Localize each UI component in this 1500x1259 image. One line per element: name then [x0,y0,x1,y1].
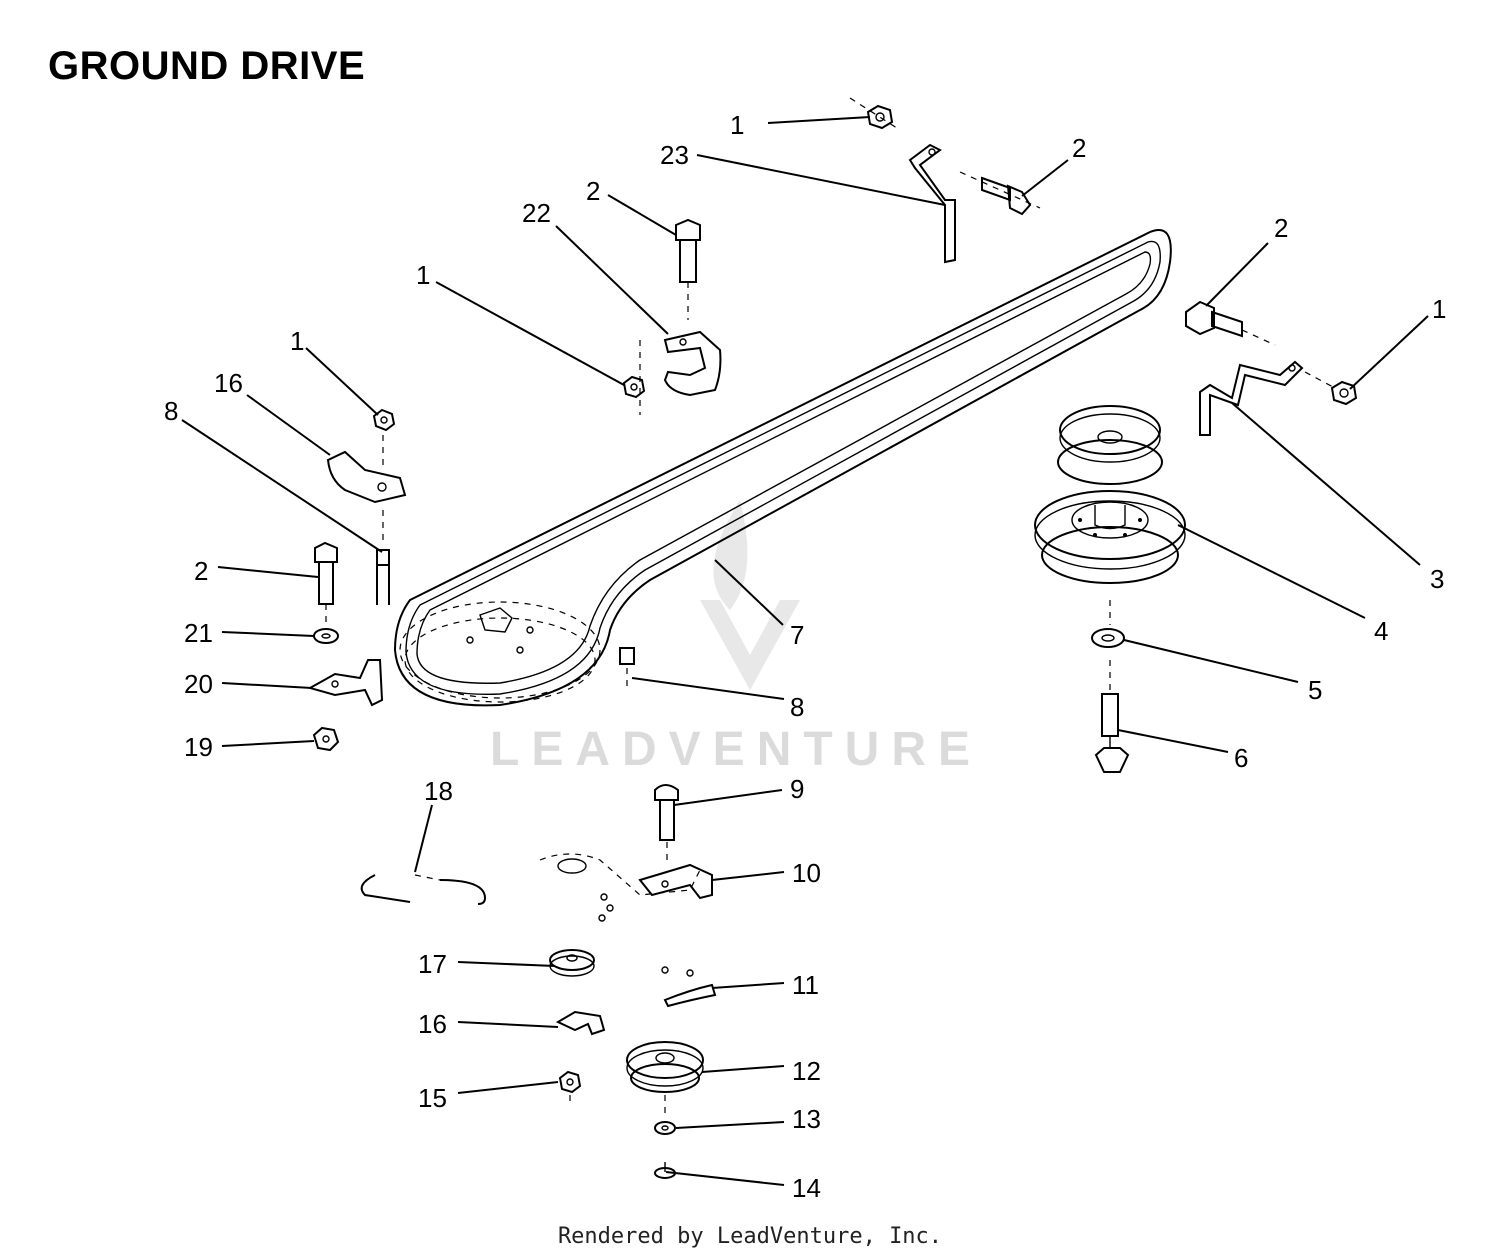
part-19-nut [312,726,340,752]
part-18-clip [360,874,487,905]
part-21-washer [313,628,339,644]
footer-credit: Rendered by LeadVenture, Inc. [557,1224,943,1249]
part-16-bracket-upper [326,450,407,545]
part-17-pulley [549,949,595,977]
callout-label: 18 [424,776,453,806]
part-11-bracket [661,966,717,1008]
callout-label: 11 [792,970,819,1000]
part-13-washer [654,1121,676,1135]
watermark-text: LEADVENTURE [490,723,982,776]
callout-label: 1 [730,110,744,140]
part-2-bolt-vertical [675,218,701,320]
callout-label: 19 [184,732,213,762]
left-pulley [399,601,601,703]
part-1-nut-center [622,375,646,399]
callout-label: 1 [1432,294,1446,324]
part-22-bracket [639,330,722,415]
part-20-bracket [307,659,384,707]
part-1-nut-left [372,408,396,465]
part-6-bolt [1094,660,1130,773]
watermark: LEADVENTURE [490,500,982,776]
part-16-bracket-lower [555,1010,606,1036]
part-15-nut [558,1070,582,1105]
callout-label: 8 [790,692,804,722]
part-23-bracket [908,143,956,264]
part-10-idler-arm [539,853,713,922]
callout-label: 2 [1072,133,1086,163]
callout-label: 20 [184,669,213,699]
callout-label: 4 [1374,616,1388,646]
part-4-pulley [1034,405,1186,625]
callout-label: 9 [790,774,804,804]
callout-label: 21 [184,618,213,648]
drive-belt [393,229,1172,707]
callout-label: 10 [792,858,821,888]
callout-label: 2 [1274,213,1288,243]
callout-label: 16 [418,1009,447,1039]
callout-label: 12 [792,1056,821,1086]
callout-label: 16 [214,368,243,398]
callout-label: 8 [164,396,178,426]
part-14-screw [654,1162,676,1179]
leader-lines [181,116,1429,1186]
part-2-bolt-left [314,541,338,625]
callout-label: 2 [194,556,208,586]
part-12-pulley [626,1041,704,1115]
callout-labels: 1 23 2 22 2 1 2 1 1 16 8 3 4 2 21 7 5 20… [164,110,1446,1203]
part-8-stud-upper [376,549,390,605]
part-1-nut-top [849,97,901,131]
part-9-bolt [654,784,679,860]
callout-label: 1 [416,260,430,290]
diagram-title: GROUND DRIVE [48,44,366,88]
part-3-bracket [1199,360,1336,436]
callout-label: 14 [792,1173,821,1203]
part-1-nut-right [1330,380,1358,406]
part-8-stud-center [619,647,635,690]
part-2-bolt-upper [959,171,1041,216]
callout-label: 2 [586,176,600,206]
callout-label: 17 [418,949,447,979]
callout-label: 13 [792,1104,821,1134]
callout-label: 6 [1234,743,1248,773]
part-2-bolt-right [1185,300,1276,346]
callout-label: 3 [1430,564,1444,594]
callout-label: 15 [418,1083,447,1113]
callout-label: 23 [660,140,689,170]
callout-label: 22 [522,198,551,228]
part-5-washer [1091,628,1125,648]
callout-label: 7 [790,620,804,650]
callout-label: 1 [290,326,304,356]
callout-label: 5 [1308,675,1322,705]
